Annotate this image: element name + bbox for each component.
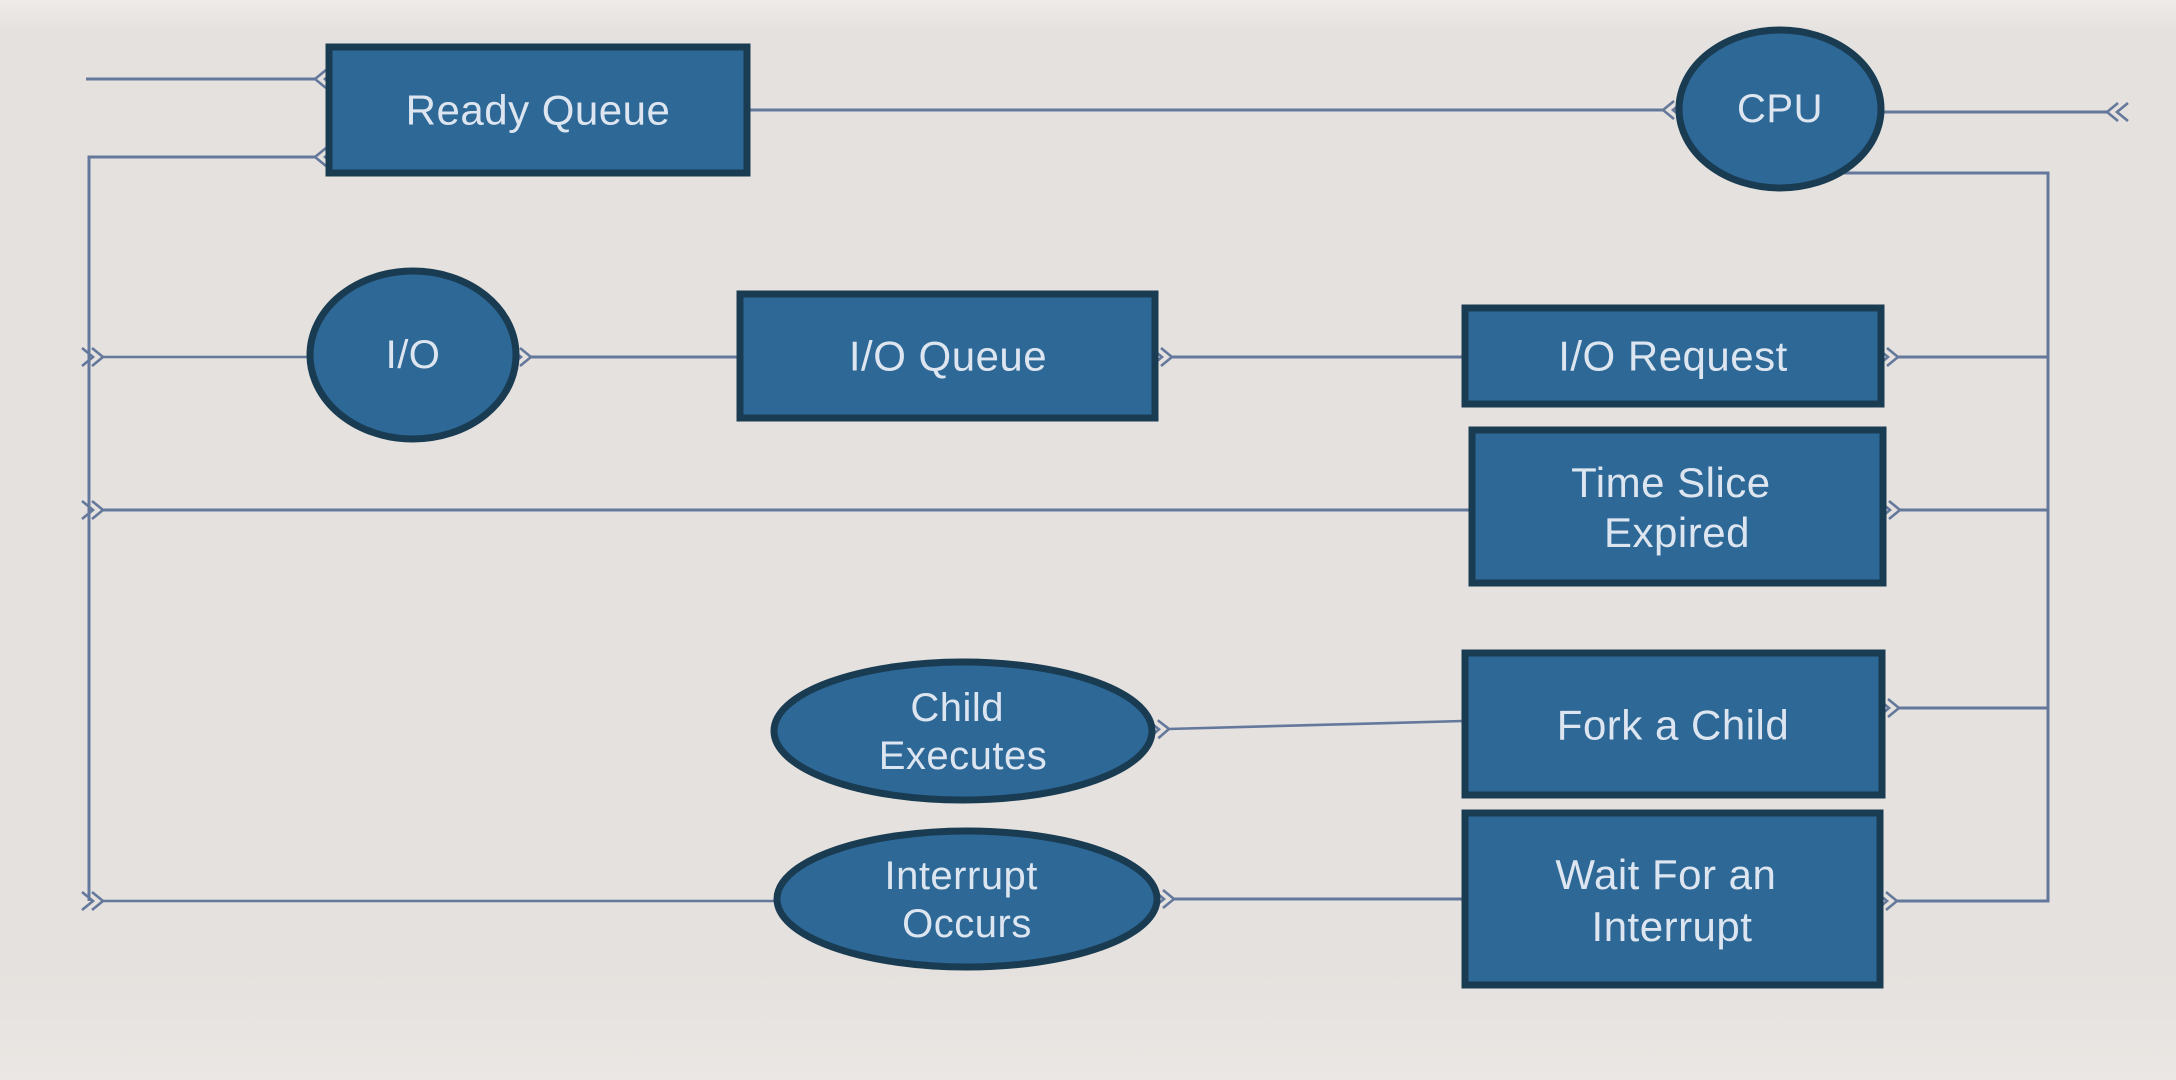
- io-ellipse: [306, 267, 520, 443]
- node-wait-for-an-interrupt: Wait For an Interrupt: [1461, 809, 1884, 989]
- edge-fork-to-child-executes: [1168, 721, 1464, 729]
- ready-queue-box: [325, 43, 751, 177]
- time-slice-expired-box: [1468, 426, 1887, 587]
- node-time-slice-expired: Time Slice Expired: [1468, 426, 1887, 587]
- io-label: I/O: [386, 333, 441, 377]
- cpu-ellipse: [1675, 26, 1885, 192]
- fork-a-child-label: Fork a Child: [1557, 702, 1789, 749]
- cpu-label: CPU: [1737, 87, 1823, 131]
- time-slice-expired-label: Time Slice Expired: [1571, 459, 1783, 556]
- node-io: I/O: [306, 267, 520, 443]
- time-slice-line-1: Time Slice: [1571, 459, 1770, 506]
- io-request-box: [1461, 304, 1885, 408]
- io-queue-label: I/O Queue: [849, 333, 1047, 380]
- io-request-label: I/O Request: [1558, 333, 1788, 380]
- node-fork-a-child: Fork a Child: [1461, 649, 1886, 799]
- node-interrupt-occurs: Interrupt Occurs: [773, 827, 1161, 971]
- node-io-request: I/O Request: [1461, 304, 1885, 408]
- child-executes-ellipse: [770, 658, 1156, 804]
- node-cpu: CPU: [1675, 26, 1885, 192]
- fork-a-child-box: [1461, 649, 1886, 799]
- node-ready-queue: Ready Queue: [325, 43, 751, 177]
- node-io-queue: I/O Queue: [736, 290, 1159, 422]
- wait-for-an-interrupt-label: Wait For an Interrupt: [1555, 851, 1788, 950]
- child-executes-line-2: Executes: [879, 734, 1048, 778]
- interrupt-occurs-line-1: Interrupt: [884, 854, 1037, 898]
- child-executes-label: Child Executes: [879, 686, 1048, 778]
- edges: [86, 79, 2108, 901]
- node-child-executes: Child Executes: [770, 658, 1156, 804]
- ready-queue-label: Ready Queue: [406, 87, 671, 134]
- time-slice-line-2: Expired: [1604, 509, 1750, 556]
- child-executes-line-1: Child: [910, 686, 1004, 730]
- edge-left-rail-to-ready-queue: [87, 157, 316, 901]
- interrupt-occurs-label: Interrupt Occurs: [884, 854, 1049, 946]
- wait-for-an-interrupt-box: [1461, 809, 1884, 989]
- wait-interrupt-line-2: Interrupt: [1592, 903, 1753, 950]
- edge-cpu-right-rail-to-wait: [1795, 171, 2050, 901]
- interrupt-occurs-ellipse: [773, 827, 1161, 971]
- interrupt-occurs-line-2: Occurs: [902, 902, 1032, 946]
- io-queue-box: [736, 290, 1159, 422]
- wait-interrupt-line-1: Wait For an: [1555, 851, 1776, 898]
